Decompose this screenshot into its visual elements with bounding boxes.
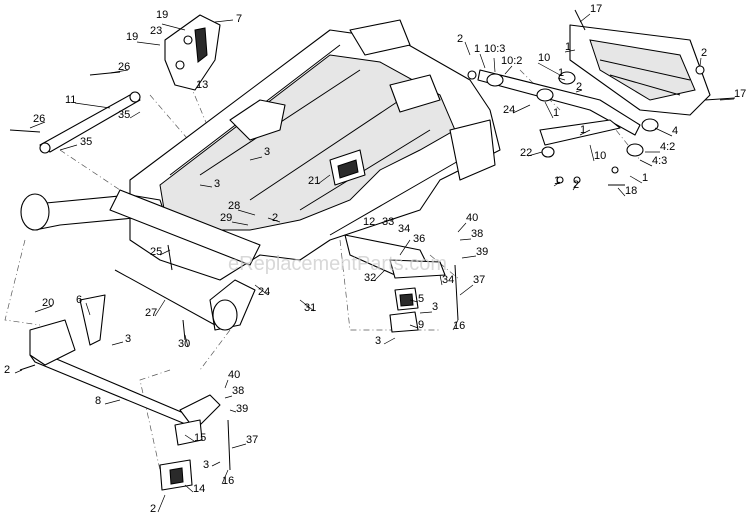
callout-c39a: 39 [476,246,488,258]
callout-c32: 32 [364,272,376,284]
main-frame [129,19,501,281]
callout-c19a: 19 [156,9,168,21]
callout-c38a: 38 [471,228,483,240]
callout-c13: 13 [196,79,208,91]
callout-c9: 9 [418,319,424,331]
callout-c19b: 19 [126,31,138,43]
callout-c2f: 2 [576,81,582,93]
callout-c8: 8 [95,395,101,407]
callout-c3b: 3 [214,178,220,190]
callout-c2a: 2 [272,212,278,224]
callout-c1f: 1 [554,175,560,187]
callout-c2e: 2 [701,47,707,59]
callout-c35b: 35 [80,136,92,148]
callout-c17a: 17 [590,3,602,15]
callout-c16a: 16 [453,320,465,332]
callout-c1g: 1 [642,172,648,184]
callout-c1a: 1 [565,41,571,53]
callout-c40b: 40 [228,369,240,381]
callout-c20: 20 [42,297,54,309]
callout-c12: 12 [363,216,375,228]
callout-c15: 15 [194,432,206,444]
callout-c2g: 2 [573,179,579,191]
callout-c102: 10:2 [501,55,522,67]
bottom-bracket [159,419,203,491]
callout-c2b: 2 [4,364,10,376]
callout-c2d: 2 [457,33,463,45]
callout-c26a: 26 [118,61,130,73]
front-tube [20,189,261,331]
callout-c33: 33 [382,216,394,228]
callout-c26b: 26 [33,113,45,125]
callout-c3e: 3 [375,335,381,347]
steering-linkage [344,234,446,333]
callout-c31: 31 [304,302,316,314]
link-bar [39,91,141,154]
callout-c3a: 3 [264,146,270,158]
callout-c30: 30 [178,338,190,350]
callout-c5: 5 [418,293,424,305]
callout-c40a: 40 [466,212,478,224]
watermark: eReplacementParts.com [228,253,447,275]
callout-c17b: 17 [734,88,746,100]
callout-c36: 36 [413,233,425,245]
callout-c11: 11 [65,94,76,106]
callout-c39b: 39 [236,403,248,415]
leader-lines [14,13,735,513]
callout-c34a: 34 [398,223,410,235]
bolts [9,9,736,471]
callout-c42: 4:2 [660,141,675,153]
callout-c1b: 1 [474,43,480,55]
rear-axle-assembly [467,24,711,184]
callout-c3f: 3 [203,459,209,471]
callout-c27: 27 [145,307,157,319]
rod-27 [114,269,216,326]
front-axle [29,294,221,431]
callout-c4: 4 [672,125,678,137]
callout-c35a: 35 [118,109,130,121]
callout-c10b: 10 [594,150,606,162]
callout-c37a: 37 [473,274,485,286]
callout-c1d: 1 [553,107,559,119]
callout-c28: 28 [228,200,240,212]
callout-c1c: 1 [558,67,564,79]
callout-c7: 7 [236,13,242,25]
callout-c38b: 38 [232,385,244,397]
callout-c16b: 16 [222,475,234,487]
callout-c18: 18 [625,185,637,197]
callout-c1e: 1 [580,124,586,136]
callout-c2c: 2 [150,503,156,515]
callout-c24a: 24 [258,286,270,298]
callout-c6: 6 [76,294,82,306]
callout-c3c: 3 [125,333,131,345]
callout-c23: 23 [150,25,162,37]
callout-c43: 4:3 [652,155,667,167]
callout-c14: 14 [193,483,205,495]
callout-c21: 21 [308,175,320,187]
callout-c25: 25 [150,246,162,258]
callout-c103: 10:3 [484,43,505,55]
callout-c10a: 10 [538,52,550,64]
callout-c29: 29 [220,212,232,224]
callout-c3d: 3 [432,301,438,313]
callout-c22: 22 [520,147,532,159]
callout-c37b: 37 [246,434,258,446]
upper-bracket [164,14,221,91]
callout-c34b: 34 [442,274,454,286]
callout-c24b: 24 [503,104,515,116]
